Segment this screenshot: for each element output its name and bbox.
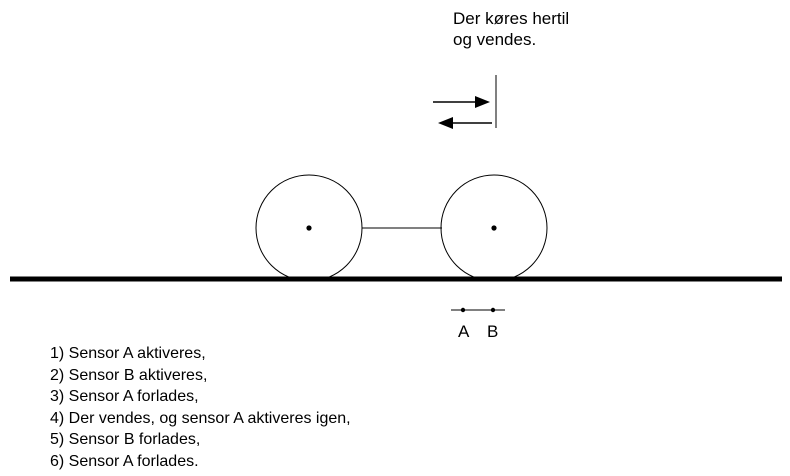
list-item: 5) Sensor B forlades, — [50, 431, 201, 448]
sequence-list: 1) Sensor A aktiveres, 2) Sensor B aktiv… — [50, 343, 351, 472]
list-item: 2) Sensor B aktiveres, — [50, 366, 208, 384]
sensor-b-label: B — [487, 322, 499, 341]
list-item: 3) Sensor A forlades, — [50, 388, 199, 405]
turnaround-note: Der køres hertil og vendes. — [453, 8, 569, 50]
right-wheel — [440, 174, 548, 282]
return-arrow-icon — [438, 117, 453, 129]
list-item: 6) Sensor A forlades. — [50, 452, 199, 470]
sensor-a-label: A — [458, 322, 470, 341]
note-line-1: Der køres hertil — [453, 9, 570, 28]
left-wheel-hub — [306, 225, 312, 231]
right-wheel-hub — [491, 225, 497, 231]
forward-arrow-icon — [475, 96, 490, 108]
sensor-a-dot — [460, 307, 466, 313]
note-line-2: og vendes. — [453, 30, 537, 49]
left-wheel — [255, 174, 363, 282]
sensor-b-dot — [490, 307, 496, 313]
list-item: 1) Sensor A aktiveres, — [50, 345, 206, 362]
list-item: 4) Der vendes, og sensor A aktiveres ige… — [50, 409, 351, 427]
